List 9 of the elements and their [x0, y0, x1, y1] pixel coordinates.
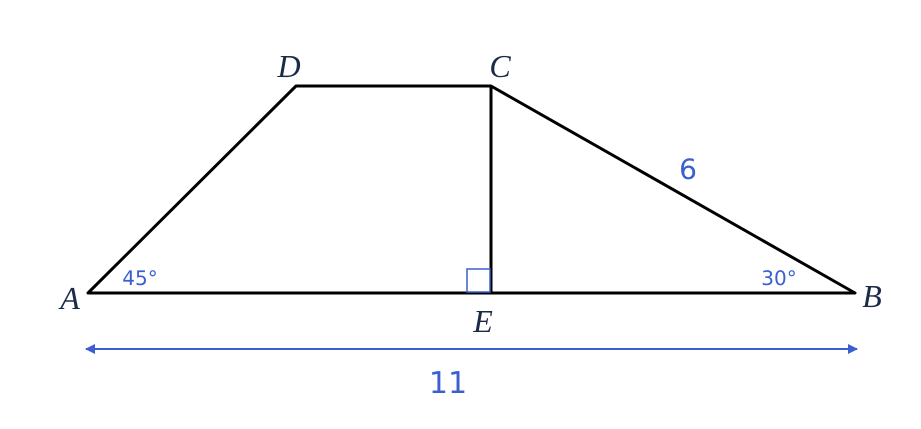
dimension-label: 11: [428, 369, 468, 399]
vertex-label: E: [473, 305, 493, 337]
vertex-label: A: [60, 282, 80, 314]
angle-label: 30°: [761, 268, 797, 288]
vertex-label: C: [489, 50, 511, 82]
vertex-label: D: [277, 50, 301, 82]
angle-label: 45°: [122, 268, 158, 288]
side-length-label: 6: [679, 156, 697, 184]
vertex-label: B: [862, 280, 882, 312]
